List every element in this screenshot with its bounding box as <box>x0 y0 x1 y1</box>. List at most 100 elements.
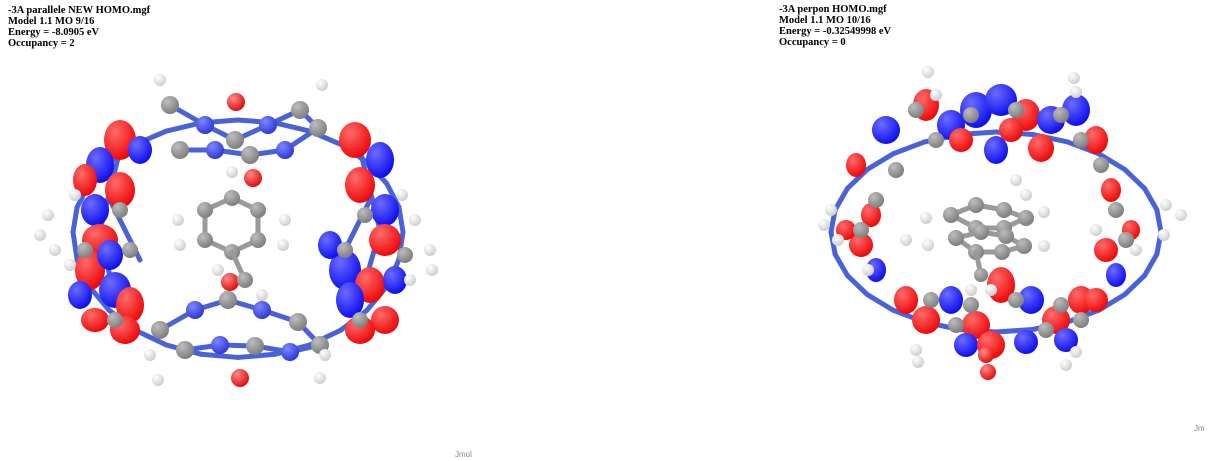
atom <box>832 234 844 246</box>
atom <box>211 336 229 354</box>
atom <box>352 312 368 328</box>
orbital-info-left: -3A parallele NEW HOMO.mgf Model 1.1 MO … <box>8 5 150 49</box>
atom <box>424 244 436 256</box>
atom <box>998 228 1014 244</box>
atom <box>227 93 245 111</box>
atom <box>1038 322 1054 338</box>
file-title-left: -3A parallele NEW HOMO.mgf <box>8 5 151 16</box>
molecule-view-right[interactable] <box>776 0 1208 461</box>
atom <box>112 202 128 218</box>
atom <box>1068 72 1080 84</box>
atom <box>309 119 327 137</box>
orbital-lobe <box>81 308 109 332</box>
orbital-lobe <box>949 128 973 152</box>
bond <box>1096 151 1128 173</box>
atom <box>922 66 934 78</box>
atom <box>212 264 224 276</box>
atom <box>900 234 912 246</box>
atom <box>206 141 224 159</box>
bond <box>86 283 112 313</box>
orbital-lobe <box>984 136 1008 164</box>
orbital-lobe <box>81 194 109 226</box>
orbital-lobe <box>371 194 399 226</box>
jmol-viewer-right[interactable]: -3A perpon HOMO.mgf Model 1.1 MO 10/16 E… <box>776 0 1208 461</box>
orbital-lobe <box>1106 263 1126 287</box>
atom <box>862 264 874 276</box>
orbital-lobe <box>1018 286 1044 314</box>
atom <box>853 222 869 238</box>
atom <box>1073 312 1089 328</box>
bond <box>1154 207 1164 235</box>
bond <box>832 186 850 213</box>
atom <box>224 190 240 206</box>
atom <box>922 239 934 251</box>
atom <box>1108 202 1124 218</box>
atom <box>241 146 259 164</box>
orbital-lobe <box>1094 238 1118 262</box>
atom <box>825 204 837 216</box>
energy-line-left: Energy = -8.0905 eV <box>8 27 100 38</box>
orbital-lobe <box>954 333 978 357</box>
jmol-logo-right: Jm <box>1194 424 1205 433</box>
orbital-lobe <box>68 281 92 309</box>
atom <box>1038 206 1050 218</box>
atom <box>1008 292 1024 308</box>
atom <box>965 284 977 296</box>
orbital-lobe <box>97 240 123 270</box>
atom <box>314 372 326 384</box>
atom <box>397 247 413 263</box>
atom <box>985 284 997 296</box>
atom <box>996 202 1012 218</box>
atom <box>231 369 249 387</box>
atom <box>1018 210 1034 226</box>
bond <box>70 229 80 263</box>
atom <box>973 224 989 240</box>
atom <box>122 242 138 258</box>
atom <box>409 214 421 226</box>
atom <box>281 343 299 361</box>
atom <box>172 214 184 226</box>
atom <box>77 242 93 258</box>
atom <box>1020 189 1032 201</box>
atom <box>978 347 994 363</box>
atom <box>316 79 328 91</box>
orbital-lobe <box>105 172 135 208</box>
orbital-lobe <box>383 266 407 294</box>
orbital-lobe <box>849 233 873 257</box>
orbital-lobe <box>339 122 371 158</box>
bond <box>1122 167 1148 192</box>
orbital-lobe <box>75 250 105 290</box>
bond <box>1142 251 1160 278</box>
atom <box>151 321 169 339</box>
atom <box>994 244 1010 260</box>
atom <box>219 291 237 309</box>
orbital-lobe <box>73 164 97 196</box>
orbital-lobe <box>872 116 900 144</box>
orbital-lobe <box>962 311 990 339</box>
occupancy-line-left: Occupancy = 2 <box>8 38 75 49</box>
atom <box>34 229 46 241</box>
atom <box>1130 244 1142 256</box>
atom <box>1010 174 1022 186</box>
atom <box>176 341 194 359</box>
atom <box>279 214 291 226</box>
atom <box>186 301 204 319</box>
atom <box>1090 224 1102 236</box>
atom <box>171 141 189 159</box>
orbital-lobe <box>345 167 375 203</box>
atom <box>244 169 262 187</box>
molecule-view-left[interactable] <box>0 0 600 461</box>
atom <box>357 207 373 223</box>
atom <box>948 230 964 246</box>
atom <box>943 207 959 223</box>
orbital-lobe <box>318 231 342 259</box>
orbital-lobe <box>999 118 1023 142</box>
jmol-viewer-left[interactable]: -3A parallele NEW HOMO.mgf Model 1.1 MO … <box>0 0 600 461</box>
atom <box>404 274 416 286</box>
atom <box>69 189 81 201</box>
bond <box>1142 186 1160 213</box>
atom <box>226 166 238 178</box>
model-line-left: Model 1.1 MO 9/16 <box>8 16 95 27</box>
atom <box>1118 232 1134 248</box>
bond <box>993 326 1036 335</box>
